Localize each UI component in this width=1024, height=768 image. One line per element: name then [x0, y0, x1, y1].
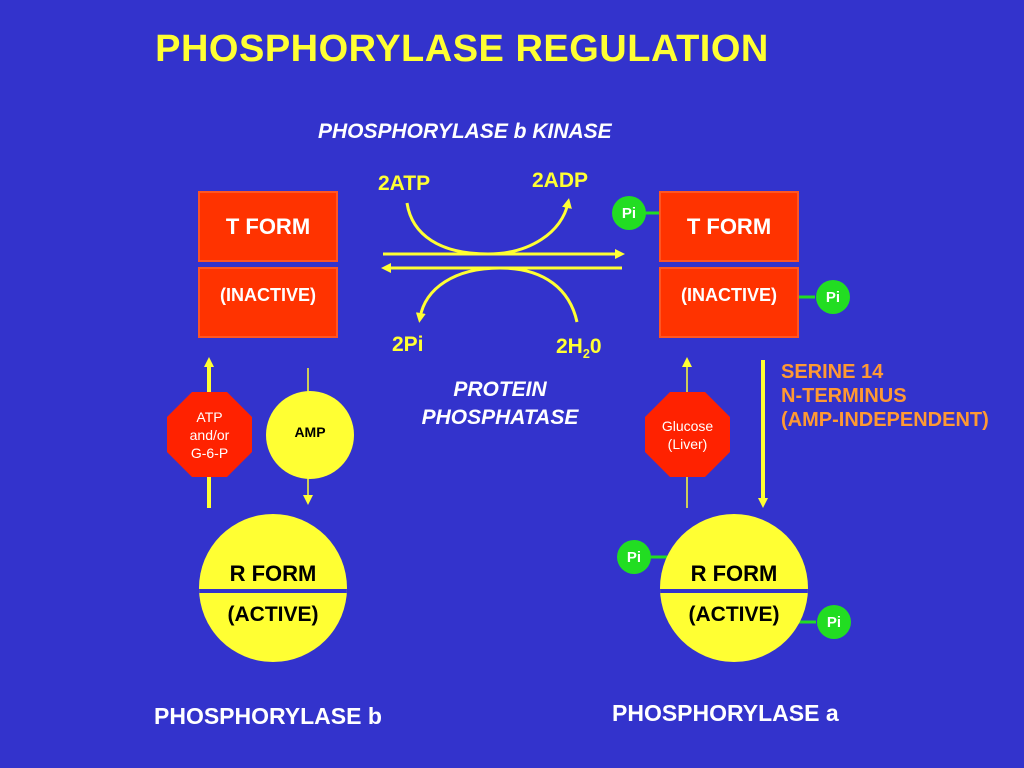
right-t-form-label: T FORM — [686, 213, 772, 239]
right-t-form-box: T FORM — [659, 191, 799, 262]
page-title: PHOSPHORYLASE REGULATION — [155, 28, 769, 70]
serine-note: SERINE 14 N-TERMINUS (AMP-INDEPENDENT) — [781, 360, 989, 432]
h2o-end: 0 — [589, 335, 602, 358]
h2o-main: 2H — [556, 335, 583, 358]
right-t-state-label: (INACTIVE) — [681, 285, 777, 305]
left-inhibitor-text: ATP and/or G-6-P — [167, 392, 252, 477]
right-r-form-circle — [660, 514, 808, 662]
serine-note-line2: N-TERMINUS — [781, 385, 907, 407]
right-caption: PHOSPHORYLASE a — [612, 700, 839, 726]
h2o-sub: 2 — [582, 347, 590, 362]
kinase-label-suffix: KINASE — [526, 120, 612, 143]
left-r-state-label: (ACTIVE) — [227, 603, 319, 626]
left-t-state-box: (INACTIVE) — [198, 267, 338, 338]
left-t-form-box: T FORM — [198, 191, 338, 262]
pi-badge-r-bottom: Pi — [817, 605, 851, 639]
left-r-form-circle — [199, 514, 347, 662]
adp-label: 2ADP — [532, 169, 589, 192]
kinase-label-b: b — [513, 120, 527, 143]
right-r-form-label: R FORM — [690, 561, 778, 586]
pi-label: 2Pi — [392, 333, 424, 356]
h2o-pi-curve — [415, 266, 579, 323]
right-inhibitor-line2: (Liver) — [667, 435, 708, 452]
right-t-state-box: (INACTIVE) — [659, 267, 799, 338]
atp-label: 2ATP — [378, 172, 431, 195]
phosphatase-label: PROTEIN PHOSPHATASE — [400, 376, 600, 432]
kinase-label: PHOSPHORYLASE b KINASE — [318, 120, 612, 144]
amp-label: AMP — [294, 424, 326, 440]
left-inhibitor-line2: and/or — [189, 426, 230, 443]
serine-note-line1: SERINE 14 — [781, 361, 884, 383]
right-octagon — [645, 392, 730, 477]
pi-badge-t-top: Pi — [612, 196, 646, 230]
amp-circle: AMP — [266, 391, 354, 479]
left-t-state-label: (INACTIVE) — [220, 285, 316, 305]
phosphatase-line2: PHOSPHATASE — [421, 406, 579, 429]
serine-note-line3: (AMP-INDEPENDENT) — [781, 409, 989, 431]
h2o-label: 2H20 — [556, 335, 602, 361]
pi-badge-t-bottom: Pi — [816, 280, 850, 314]
right-r-state-label: (ACTIVE) — [688, 603, 780, 626]
left-inhibitor-line3: G-6-P — [190, 444, 229, 461]
left-inhibitor-line1: ATP — [196, 408, 223, 425]
left-t-form-label: T FORM — [225, 213, 311, 239]
left-r-form-label: R FORM — [229, 561, 317, 586]
right-inhibitor-line1: Glucose — [661, 417, 714, 434]
kinase-label-prefix: PHOSPHORYLASE — [318, 120, 514, 143]
pi-badge-r-top: Pi — [617, 540, 651, 574]
left-octagon — [167, 392, 252, 477]
left-caption: PHOSPHORYLASE b — [154, 703, 382, 729]
atp-adp-curve — [405, 198, 572, 256]
right-inhibitor-text: Glucose (Liver) — [645, 392, 730, 477]
phosphatase-line1: PROTEIN — [453, 378, 547, 401]
